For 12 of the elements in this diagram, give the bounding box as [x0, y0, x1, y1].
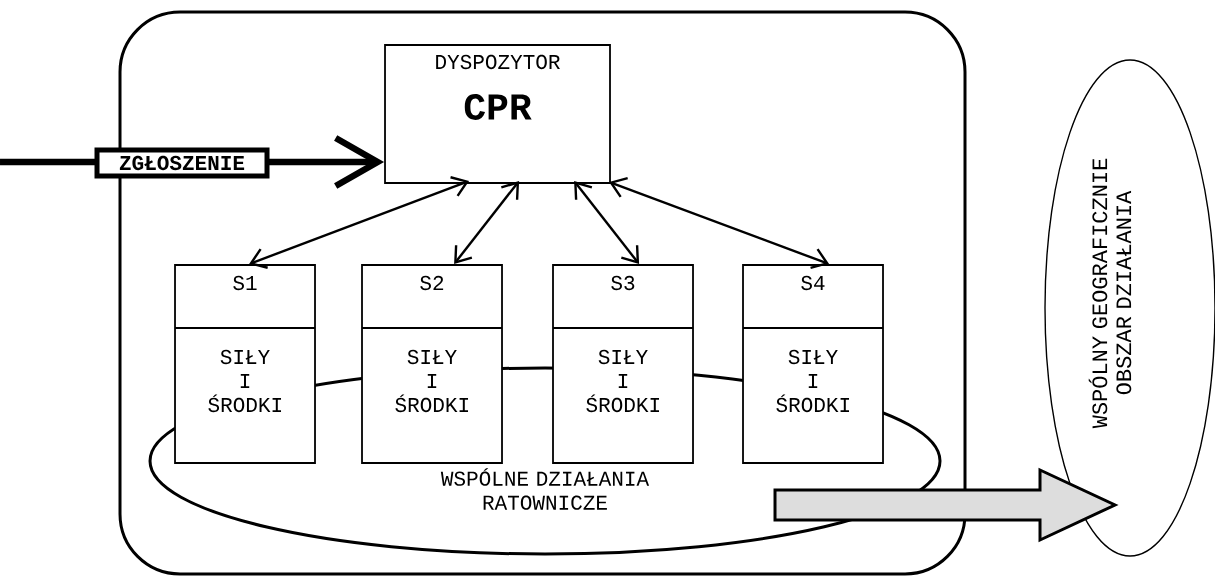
block-arrow	[773, 467, 1119, 543]
unit-box: S1 SIŁY I ŚRODKI	[174, 264, 316, 464]
region-frame	[118, 10, 967, 576]
unit-box: S3 SIŁY I ŚRODKI	[552, 264, 694, 464]
dispatcher-box: DYSPOZYTOR CPR	[384, 44, 611, 184]
arrow	[574, 180, 640, 265]
arrow	[609, 177, 830, 269]
arrow	[249, 176, 470, 269]
arrow	[454, 180, 520, 265]
unit-box: S4 SIŁY I ŚRODKI	[742, 264, 884, 464]
edge-label: ZGŁOSZENIE	[94, 147, 270, 179]
unit-box: S2 SIŁY I ŚRODKI	[361, 264, 503, 464]
